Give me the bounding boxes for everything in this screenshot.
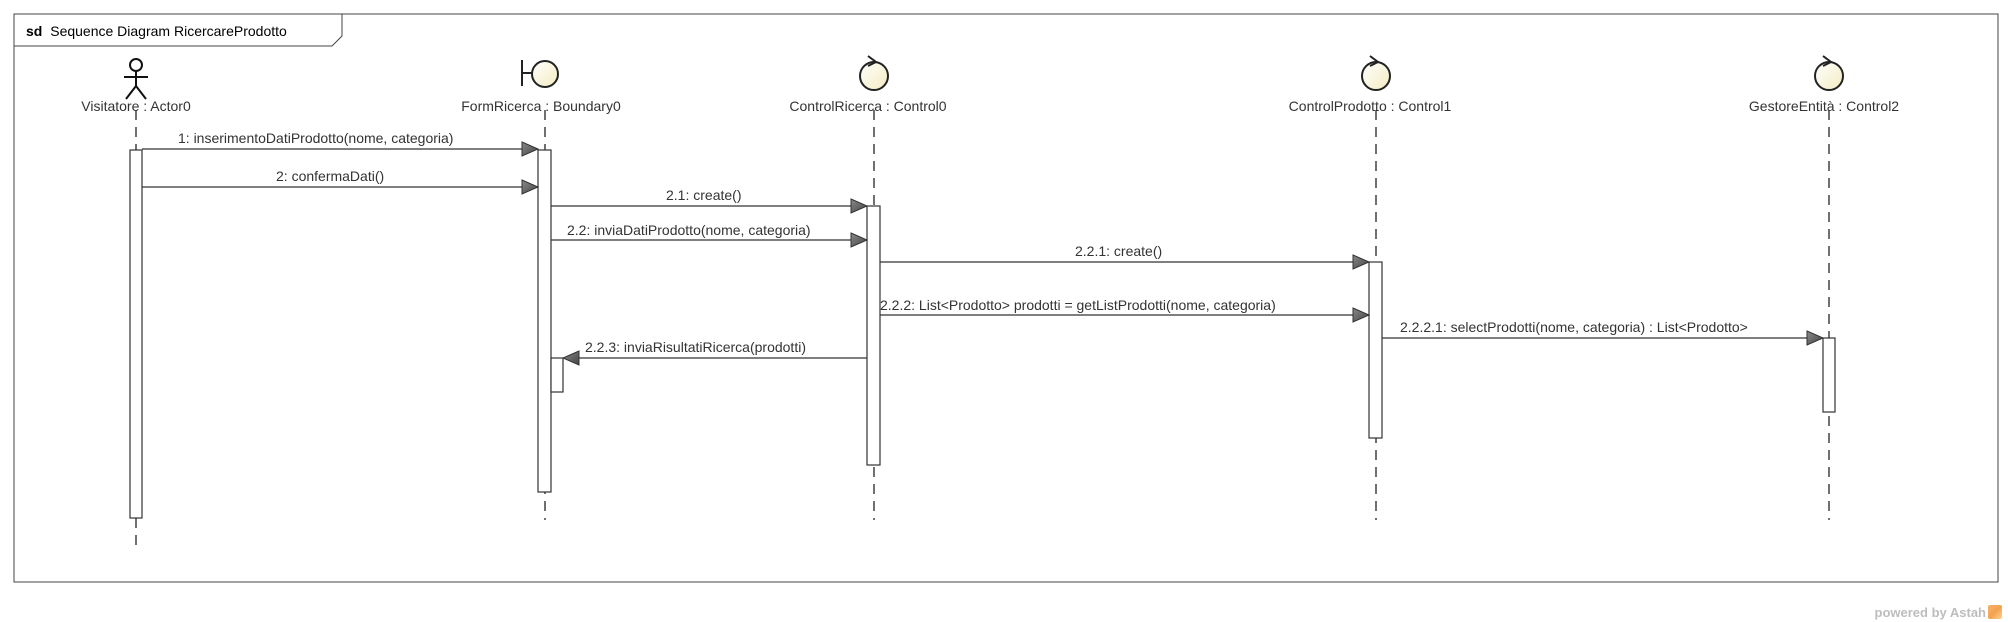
- lifeline-label: ControlProdotto : Control1: [1289, 98, 1452, 114]
- message-label: 2.2.3: inviaRisultatiRicerca(prodotti): [585, 339, 806, 355]
- activation-bar: [1822, 337, 1836, 413]
- control-icon: [859, 55, 889, 91]
- activation-bar: [129, 149, 143, 519]
- astah-logo-icon: [1988, 605, 2002, 619]
- message-arrow: 2: confermaDati(): [142, 168, 540, 195]
- message-label: 2.2.2.1: selectProdotti(nome, categoria)…: [1400, 319, 1748, 335]
- actor-icon: [124, 58, 148, 100]
- astah-watermark: powered by Astah: [1875, 605, 2002, 620]
- frame-title: sd Sequence Diagram RicercareProdotto: [26, 23, 287, 39]
- activation-bar: [1368, 261, 1383, 439]
- message-arrow: 1: inserimentoDatiProdotto(nome, categor…: [142, 130, 540, 157]
- diagram-frame: sd Sequence Diagram RicercareProdotto: [13, 13, 1999, 583]
- activation-bars: [129, 149, 1836, 519]
- control-icon: [1814, 55, 1844, 91]
- message-arrow: 2.2.3: inviaRisultatiRicerca(prodotti): [561, 339, 867, 366]
- message-label: 2: confermaDati(): [276, 168, 384, 184]
- messages: 1: inserimentoDatiProdotto(nome, categor…: [142, 130, 1825, 366]
- message-arrow: 2.2.1: create(): [880, 243, 1371, 270]
- boundary-icon: [521, 60, 559, 88]
- lifeline-label: GestoreEntità : Control2: [1749, 98, 1899, 114]
- control-icon: [1361, 55, 1391, 91]
- message-arrow: 2.2: inviaDatiProdotto(nome, categoria): [551, 222, 869, 248]
- activation-bar: [537, 149, 552, 493]
- lifeline-label: FormRicerca : Boundary0: [461, 98, 621, 114]
- lifeline-label: ControlRicerca : Control0: [789, 98, 946, 114]
- message-label: 2.2.1: create(): [1075, 243, 1162, 259]
- message-label: 2.1: create(): [666, 187, 741, 203]
- activation-bar: [866, 205, 881, 466]
- message-label: 2.2: inviaDatiProdotto(nome, categoria): [567, 222, 811, 238]
- message-arrow: 2.2.2.1: selectProdotti(nome, categoria)…: [1382, 319, 1825, 346]
- lifeline-label: Visitatore : Actor0: [81, 98, 191, 114]
- message-arrow: 2.2.2: List<Prodotto> prodotti = getList…: [880, 297, 1371, 323]
- activation-bar: [550, 357, 564, 393]
- message-label: 2.2.2: List<Prodotto> prodotti = getList…: [880, 297, 1276, 313]
- message-arrow: 2.1: create(): [551, 187, 869, 214]
- watermark-text: powered by Astah: [1874, 605, 1986, 620]
- message-label: 1: inserimentoDatiProdotto(nome, categor…: [178, 130, 453, 146]
